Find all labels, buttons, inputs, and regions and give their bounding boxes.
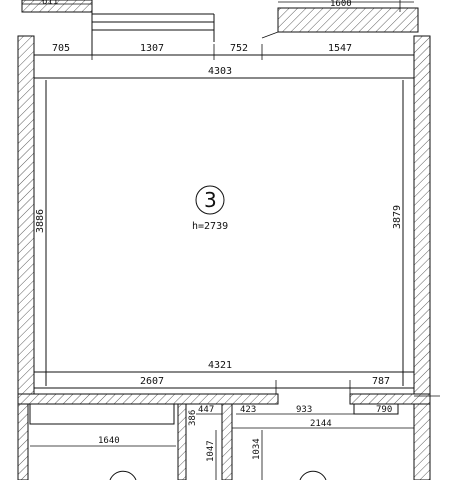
dim-790: 790 bbox=[376, 405, 392, 415]
dim-overall-bottom: 4321 bbox=[208, 360, 232, 371]
dim-1034: 1034 bbox=[252, 438, 262, 460]
dim-left-height: 3886 bbox=[35, 209, 46, 233]
right-wall bbox=[413, 35, 431, 480]
room-number-circle bbox=[195, 185, 225, 215]
room-ceiling-height: h=2739 bbox=[192, 221, 228, 232]
dim-705: 705 bbox=[52, 43, 70, 54]
left-height-dimension: 3886 bbox=[35, 80, 47, 386]
top-dimension-chain: 705 1307 752 1547 bbox=[33, 43, 415, 60]
dim-1640: 1640 bbox=[98, 436, 120, 446]
bottom-dimension-chain: 2607 787 bbox=[34, 376, 414, 394]
dim-top-right-wall: 1600 bbox=[330, 0, 352, 9]
room-label: 3 h=2739 bbox=[192, 185, 228, 232]
top-left-wall-fragment: 611 bbox=[21, 0, 93, 13]
dim-386: 386 bbox=[188, 410, 198, 426]
overall-top-dimension: 4303 bbox=[33, 66, 415, 84]
dim-2144: 2144 bbox=[310, 419, 332, 429]
room-circle-partial-left bbox=[109, 470, 137, 480]
dim-933: 933 bbox=[296, 405, 312, 415]
top-right-wall: 1600 bbox=[261, 0, 419, 39]
dim-top-left-cut: 611 bbox=[42, 0, 58, 7]
dim-447: 447 bbox=[198, 405, 214, 415]
overall-bottom-dimension: 4321 bbox=[34, 360, 414, 373]
dim-752: 752 bbox=[230, 43, 248, 54]
lower-walls bbox=[17, 393, 431, 480]
dim-787: 787 bbox=[372, 376, 390, 387]
left-wall bbox=[17, 35, 35, 397]
dim-overall-top: 4303 bbox=[208, 66, 232, 77]
dim-1047: 1047 bbox=[206, 440, 216, 462]
lower-dimensions: 447 423 933 790 2144 1640 386 1047 1034 bbox=[30, 405, 414, 480]
room-number: 3 bbox=[204, 188, 217, 212]
right-height-dimension: 3879 bbox=[392, 80, 404, 386]
room-3-outline bbox=[33, 77, 415, 389]
dim-right-height: 3879 bbox=[392, 205, 403, 229]
dim-423: 423 bbox=[240, 405, 256, 415]
dim-2607: 2607 bbox=[140, 376, 164, 387]
room-circle-partial-right bbox=[299, 470, 327, 480]
dim-1547: 1547 bbox=[328, 43, 352, 54]
dim-1307: 1307 bbox=[140, 43, 164, 54]
